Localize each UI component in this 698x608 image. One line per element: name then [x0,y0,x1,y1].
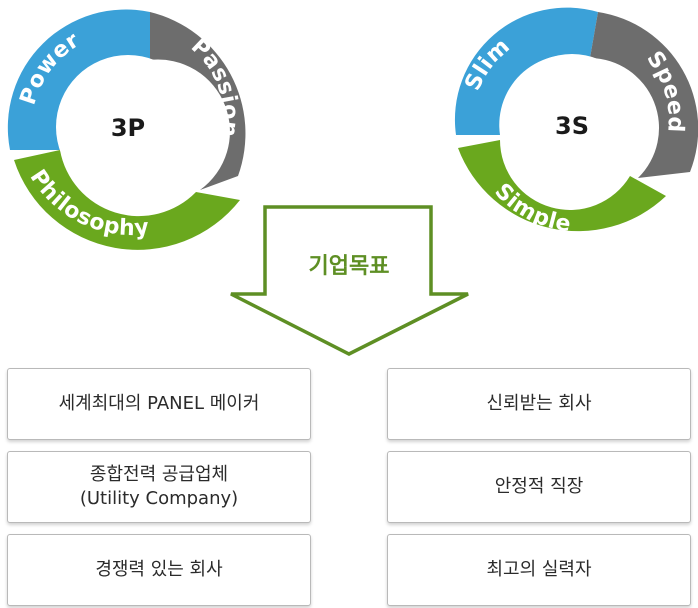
goal-label: 기업목표 [309,254,390,279]
ring-center-label-3s: 3S [555,112,589,140]
goal-box-text: 세계최대의 PANEL 메이커 [58,393,260,414]
ring-segment-power [7,9,151,150]
ring-segment-slim [454,7,598,135]
ring-segment-philosophy [14,150,240,250]
goal-box-text: 종합전력 공급업체 [89,464,229,485]
diagram-canvas: Power Passion Philosophy 3P Slim Speed S… [7,7,698,356]
goal-box-right-1: 신뢰받는 회사 [387,368,691,440]
goal-box-text: 안정적 직장 [494,476,584,497]
ring-segment-speed [590,12,698,178]
goal-box-left-1: 세계최대의 PANEL 메이커 [7,368,311,440]
goal-box-text: 신뢰받는 회사 [486,393,592,414]
goal-box-right-3: 최고의 실력자 [387,534,691,606]
ring-center-3p [56,55,200,199]
ring-3s: Slim Speed Simple 3S [454,7,698,237]
goal-box-text: (Utility Company) [79,488,239,509]
ring-segment-simple [458,140,666,232]
ring-center-3s [502,54,642,194]
ring-center-label-3p: 3P [111,114,145,142]
goal-box-left-3: 경쟁력 있는 회사 [7,534,311,606]
goal-box-text: 최고의 실력자 [486,559,592,580]
ring-segment-passion [150,12,246,190]
ring-3p: Power Passion Philosophy 3P [7,9,246,250]
goal-box-text: 경쟁력 있는 회사 [95,559,223,580]
goal-box-right-2: 안정적 직장 [387,451,691,523]
goal-box-left-2: 종합전력 공급업체 (Utility Company) [7,451,311,523]
goal-arrow [230,205,469,356]
